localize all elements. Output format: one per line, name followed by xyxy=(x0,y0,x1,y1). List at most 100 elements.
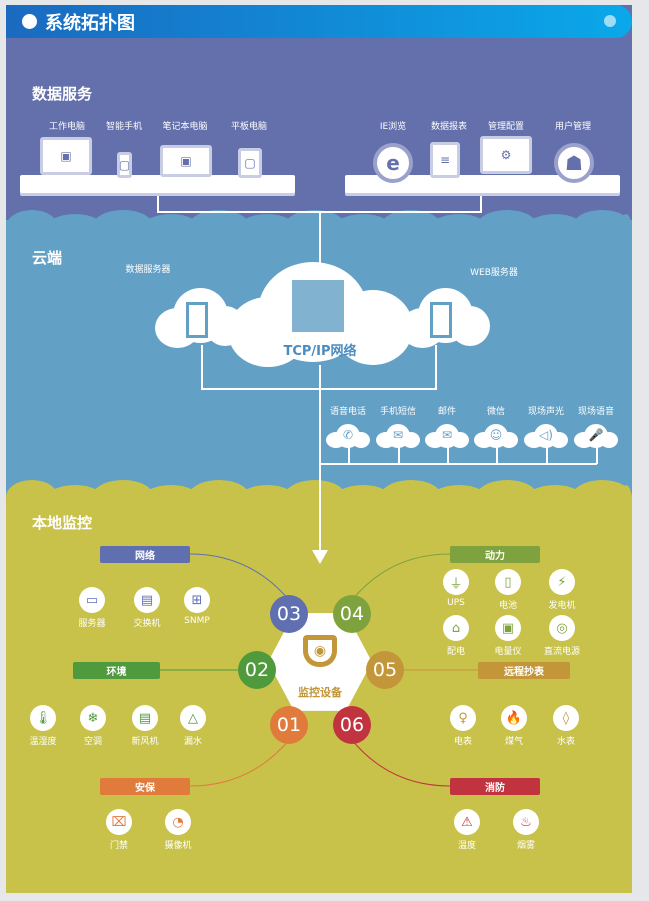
wechat-icon: ☺ xyxy=(489,428,503,442)
connector-line xyxy=(398,446,400,464)
item-label: 煤气 xyxy=(504,737,524,747)
arrow-down-icon xyxy=(312,550,328,564)
item-label: 直流电源 xyxy=(543,647,581,657)
device-label: 平板电脑 xyxy=(230,122,268,132)
flame-icon: 🔥 xyxy=(501,705,527,731)
item-label: 漏水 xyxy=(183,737,203,747)
category-label-06: 消防 xyxy=(450,778,540,795)
category-label-05: 远程抄表 xyxy=(478,662,570,679)
function-label: IE浏览 xyxy=(379,122,407,132)
smoke-icon: ♨ xyxy=(513,809,539,835)
connector-line xyxy=(435,345,437,390)
category-label-04: 动力 xyxy=(450,546,540,563)
connector-line xyxy=(480,193,482,213)
generator-icon: ⚡ xyxy=(549,569,575,595)
item-label: 交换机 xyxy=(133,619,161,629)
item-label: 温湿度 xyxy=(29,737,57,747)
plug-icon: ⏚ xyxy=(443,569,469,595)
thermometer-icon: 🌡 xyxy=(30,705,56,731)
water-leak-icon: △ xyxy=(180,705,206,731)
notify-cloud: ✆ xyxy=(326,424,370,448)
data-service-title: 数据服务 xyxy=(32,85,93,103)
switch-icon: ▤ xyxy=(134,587,160,613)
category-label-03: 网络 xyxy=(100,546,190,563)
function-label: 用户管理 xyxy=(554,122,592,132)
tablet-icon: ▢ xyxy=(238,148,262,178)
notify-cloud: ◁) xyxy=(524,424,568,448)
header-bar: 系统拓扑图 xyxy=(6,5,632,38)
connector-line xyxy=(319,365,321,555)
laptop-icon: ▣ xyxy=(160,145,212,177)
notify-label: 微信 xyxy=(486,407,506,417)
user-lock-icon: ☗ xyxy=(554,143,594,183)
notify-label: 现场声光 xyxy=(527,407,565,417)
tcpip-label: TCP/IP网络 xyxy=(283,344,357,359)
door-icon: ⌧ xyxy=(106,809,132,835)
item-label: 电表 xyxy=(453,737,473,747)
device-label: 工作电脑 xyxy=(48,122,86,132)
meter-icon: ▣ xyxy=(495,615,521,641)
web-server-icon xyxy=(430,302,452,338)
mail-icon: ✉ xyxy=(441,428,453,442)
monitor-device-label: 监控设备 xyxy=(298,686,342,699)
gear-monitor-icon: ⚙ xyxy=(480,136,532,174)
device-table-left xyxy=(20,175,295,193)
group-number-02: 02 xyxy=(238,651,276,689)
server-rack-icon xyxy=(292,280,344,332)
group-number-01: 01 xyxy=(270,706,308,744)
item-label: 摄像机 xyxy=(164,841,192,851)
connector-line xyxy=(596,446,598,464)
ventilator-icon: ▤ xyxy=(132,705,158,731)
notify-label: 语音电话 xyxy=(329,407,367,417)
item-label: UPS xyxy=(447,598,465,608)
category-label-02: 环境 xyxy=(73,662,160,679)
notify-label: 邮件 xyxy=(437,407,457,417)
cloud-edge xyxy=(620,214,632,248)
connector-line xyxy=(447,446,449,464)
item-label: 温度 xyxy=(457,841,477,851)
group-number-04: 04 xyxy=(333,595,371,633)
notify-label: 手机短信 xyxy=(379,407,417,417)
item-label: 配电 xyxy=(446,647,466,657)
air-conditioner-icon: ❄ xyxy=(80,705,106,731)
desktop-icon: ▣ xyxy=(40,137,92,175)
group-number-03: 03 xyxy=(270,595,308,633)
dc-power-icon: ◎ xyxy=(549,615,575,641)
connector-line xyxy=(496,446,498,464)
item-label: 服务器 xyxy=(78,619,106,629)
ground-edge xyxy=(620,485,632,519)
phone-icon: ▢ xyxy=(117,152,132,178)
item-label: 电量仪 xyxy=(494,647,522,657)
data-service-zone xyxy=(6,5,632,240)
connector-line xyxy=(348,446,350,464)
web-server-label: WEB服务器 xyxy=(470,268,518,278)
connector-line xyxy=(201,345,203,390)
device-table-right xyxy=(345,175,620,193)
drop-icon: ◊ xyxy=(553,705,579,731)
power-house-icon: ⌂ xyxy=(443,615,469,641)
sms-icon: ✉ xyxy=(392,428,404,442)
connector-line xyxy=(546,446,548,464)
notify-cloud: ✉ xyxy=(425,424,469,448)
data-server-label: 数据服务器 xyxy=(125,265,171,275)
phone-call-icon: ✆ xyxy=(342,428,354,442)
item-label: 空调 xyxy=(83,737,103,747)
server-icon: ▭ xyxy=(79,587,105,613)
page-title: 系统拓扑图 xyxy=(45,13,135,34)
item-label: 电池 xyxy=(498,601,518,611)
local-monitor-title: 本地监控 xyxy=(32,514,93,532)
function-label: 数据报表 xyxy=(430,122,468,132)
notify-cloud: ✉ xyxy=(376,424,420,448)
item-label: 发电机 xyxy=(548,601,576,611)
report-icon: ≡ xyxy=(430,142,460,178)
battery-icon: ▯ xyxy=(495,569,521,595)
group-number-06: 06 xyxy=(333,706,371,744)
function-label: 管理配置 xyxy=(487,122,525,132)
item-label: 新风机 xyxy=(131,737,159,747)
connector-line xyxy=(157,193,159,213)
notify-cloud: ☺ xyxy=(474,424,518,448)
camera-dome-icon: ◉ xyxy=(303,635,337,667)
snmp-icon: ⊞ xyxy=(184,587,210,613)
item-label: 水表 xyxy=(556,737,576,747)
data-server-icon xyxy=(186,302,208,338)
